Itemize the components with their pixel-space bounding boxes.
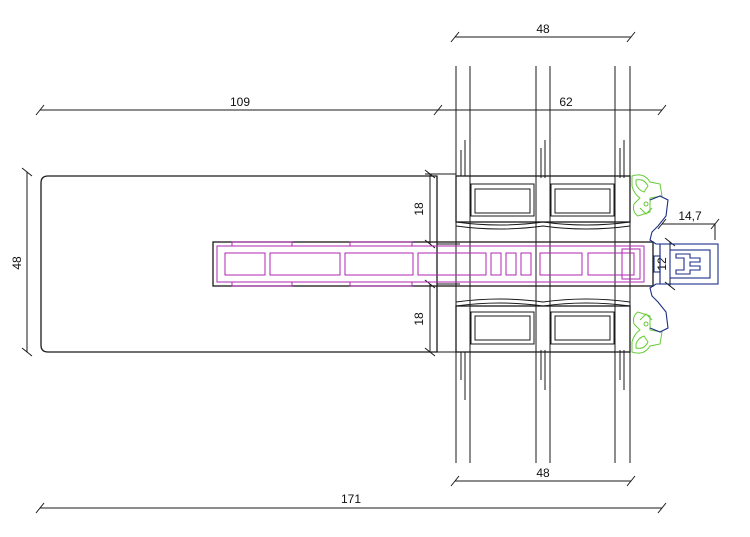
magenta-insert <box>216 241 645 287</box>
dim-label-14-7: 14,7 <box>678 209 702 223</box>
dim-label-bottom-48: 48 <box>536 466 550 480</box>
green-gasket-lower <box>631 311 663 354</box>
dimension-top-48: 48 <box>450 22 636 43</box>
lower-frame-band <box>455 298 631 353</box>
dimension-12: 12 <box>655 237 676 291</box>
dim-label-171: 171 <box>341 492 361 506</box>
dim-label-top-48: 48 <box>536 22 550 36</box>
blue-connector-profile <box>649 195 719 333</box>
dimension-171: 171 <box>35 492 667 514</box>
center-rail <box>212 241 654 287</box>
dim-label-109: 109 <box>230 95 250 109</box>
upper-frame-band <box>455 175 631 230</box>
dimension-left-48: 48 <box>10 167 33 357</box>
dim-label-left-48: 48 <box>10 256 24 270</box>
dimension-bottom-48: 48 <box>450 466 636 487</box>
dim-label-62: 62 <box>559 95 573 109</box>
dimension-upper-18: 18 <box>412 169 456 249</box>
left-beam-outline <box>40 175 438 353</box>
vertical-posts <box>455 66 631 463</box>
dim-label-upper-18: 18 <box>412 202 426 216</box>
dimension-lower-18: 18 <box>412 279 456 357</box>
dim-label-12: 12 <box>655 257 669 271</box>
green-gasket-upper <box>631 174 663 217</box>
dimension-109-62: 109 62 <box>35 95 667 116</box>
dimension-14-7: 14,7 <box>657 209 720 240</box>
dim-label-lower-18: 18 <box>412 312 426 326</box>
